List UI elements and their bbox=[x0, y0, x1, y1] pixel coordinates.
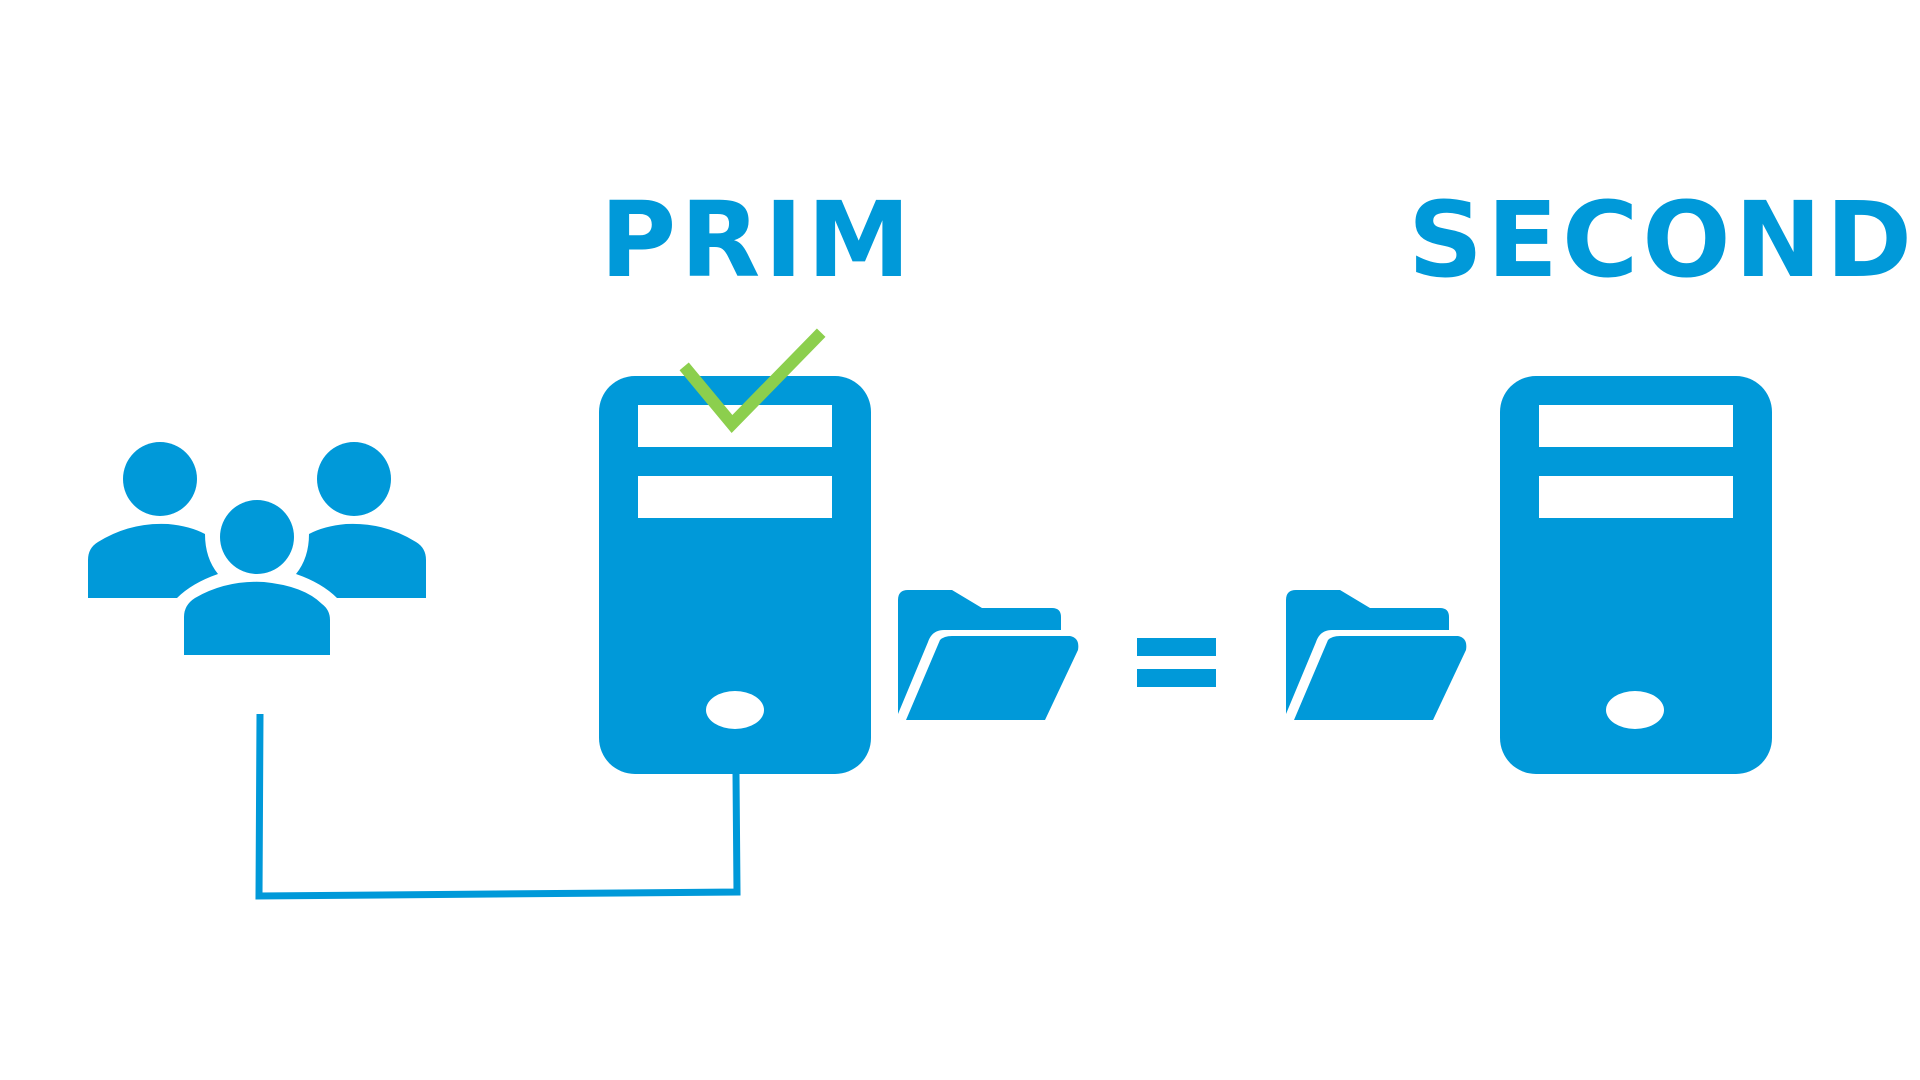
users-group-icon bbox=[88, 442, 426, 655]
primary-server-icon bbox=[599, 376, 871, 774]
secondary-folder-icon bbox=[1286, 590, 1467, 720]
primary-server-label: PRIM bbox=[600, 179, 915, 301]
secondary-server-label: SECOND bbox=[1408, 179, 1917, 301]
connection-line bbox=[255, 713, 741, 900]
equals-sign-icon bbox=[1137, 638, 1216, 687]
checkmark-icon bbox=[679, 328, 826, 433]
primary-folder-icon bbox=[898, 590, 1079, 720]
secondary-server-icon bbox=[1500, 376, 1772, 774]
